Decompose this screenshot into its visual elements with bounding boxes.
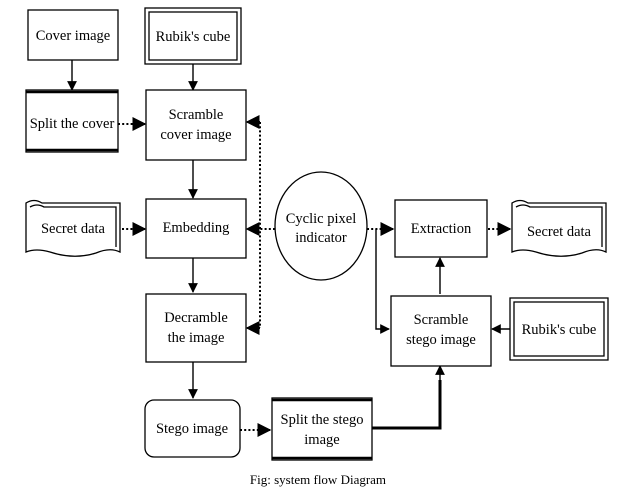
scramble-stego-label-2: stego image [406,332,476,348]
figure-caption: Fig: system flow Diagram [250,472,386,487]
arrow-cyclic-to-scramble-stego [375,229,387,330]
cyclic-pixel-label-1: Cyclic pixel [286,211,356,227]
extraction-label: Extraction [411,221,472,237]
secret-data-right-label: Secret data [527,224,592,240]
node-rubiks-cube-right: Rubik's cube [509,297,609,361]
node-scramble-stego: Scramble stego image [390,295,492,367]
scramble-cover-label-1: Scramble [169,107,224,123]
node-secret-data-left: Secret data [25,199,121,257]
node-extraction: Extraction [394,199,488,258]
secret-data-left-label: Secret data [41,221,106,237]
arrow-split-stego-to-scramble-stego [372,380,442,430]
node-cyclic-pixel-indicator: Cyclic pixel indicator [274,171,368,281]
scramble-cover-label-2: cover image [160,127,231,143]
split-cover-label: Split the cover [30,116,115,132]
rubiks-cube-top-label: Rubik's cube [156,29,231,45]
decramble-label-2: the image [168,330,225,346]
node-embedding: Embedding [145,198,247,259]
cover-image-label: Cover image [36,28,111,44]
node-scramble-cover: Scramble cover image [145,89,247,161]
scramble-stego-label-1: Scramble [414,312,469,328]
node-decramble: Decramble the image [145,293,247,363]
stego-image-label: Stego image [156,421,228,437]
connectors [67,60,512,437]
embedding-label: Embedding [163,220,230,236]
cyclic-pixel-label-2: indicator [295,230,347,246]
split-stego-label-1: Split the stego [281,412,364,428]
node-split-cover: Split the cover [25,89,119,153]
node-cover-image: Cover image [27,9,119,61]
node-stego-image: Stego image [144,399,241,458]
node-secret-data-right: Secret data [511,199,607,257]
decramble-label-1: Decramble [164,310,228,326]
rubiks-cube-right-label: Rubik's cube [522,322,597,338]
node-split-stego: Split the stego image [271,397,373,461]
split-stego-label-2: image [304,432,339,448]
node-rubiks-cube-top: Rubik's cube [144,7,242,65]
